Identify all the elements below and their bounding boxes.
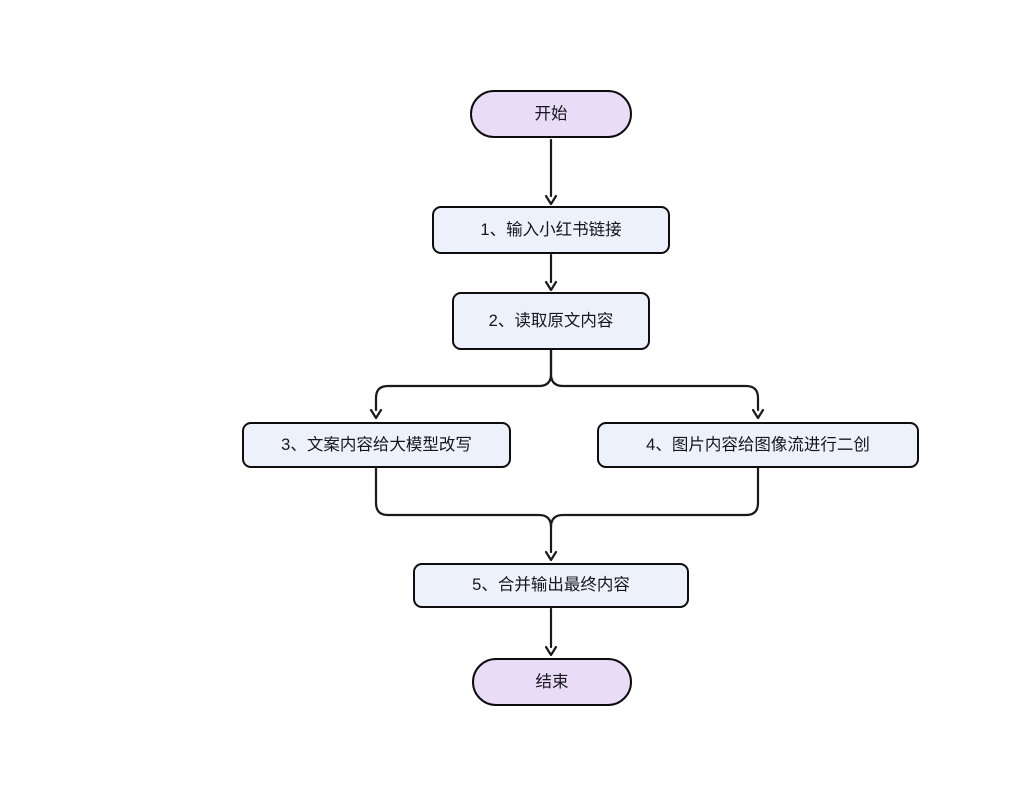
node-step4-label: 4、图片内容给图像流进行二创 bbox=[646, 435, 870, 454]
node-end: 结束 bbox=[472, 658, 632, 706]
edge-step2-step4 bbox=[549, 348, 765, 420]
node-step3-rewrite-text: 3、文案内容给大模型改写 bbox=[242, 422, 511, 468]
node-step1-input-link: 1、输入小红书链接 bbox=[432, 206, 670, 254]
edge-step2-step3 bbox=[369, 348, 553, 420]
edge-step4-step5 bbox=[549, 466, 760, 529]
node-step2-read-content: 2、读取原文内容 bbox=[452, 292, 650, 350]
node-end-label: 结束 bbox=[535, 672, 569, 691]
node-step5-label: 5、合并输出最终内容 bbox=[472, 576, 630, 595]
edge-step3-step5 bbox=[374, 466, 558, 562]
node-step1-label: 1、输入小红书链接 bbox=[480, 220, 622, 239]
node-start: 开始 bbox=[470, 90, 632, 138]
node-step3-label: 3、文案内容给大模型改写 bbox=[281, 435, 472, 454]
node-step5-merge-output: 5、合并输出最终内容 bbox=[413, 563, 689, 608]
node-start-label: 开始 bbox=[534, 104, 568, 123]
node-step2-label: 2、读取原文内容 bbox=[488, 311, 614, 330]
node-step4-image-recreate: 4、图片内容给图像流进行二创 bbox=[597, 422, 919, 468]
